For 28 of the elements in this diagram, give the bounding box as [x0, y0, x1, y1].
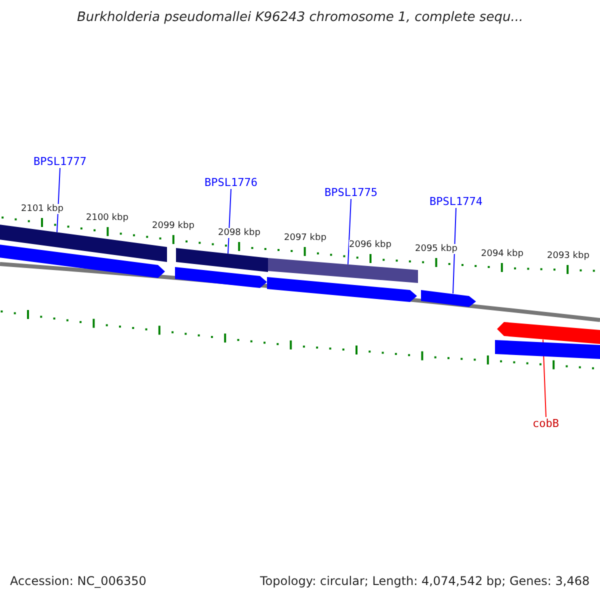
tick-label: 2099 kbp	[152, 221, 194, 231]
gene-block	[175, 267, 267, 288]
tick-label: 2096 kbp	[349, 240, 392, 250]
gene-label: cobB	[532, 417, 559, 430]
tick-label: 2098 kbp	[218, 228, 260, 238]
tick-label: 2094 kbp	[481, 249, 524, 259]
map-title: Burkholderia pseudomallei K96243 chromosome 1, complete sequ...	[77, 10, 524, 25]
gene-block	[267, 277, 417, 302]
leader-line	[56, 168, 60, 233]
tick-label: 2101 kbp	[21, 204, 64, 214]
gene-label: BPSL1774	[430, 195, 482, 208]
genome-info-text: Topology: circular; Length: 4,074,542 bp; Genes: 3,468	[260, 574, 590, 588]
gene-block	[421, 290, 476, 307]
gene-label: BPSL1776	[204, 176, 258, 189]
gene-bar	[176, 248, 268, 272]
gene-label: BPSL1777	[34, 155, 86, 168]
leader-line	[348, 198, 352, 265]
tick-label: 2093 kbp	[547, 251, 590, 261]
gene-bar	[495, 340, 600, 359]
tick-label: 2095 kbp	[415, 244, 458, 254]
gene-bar	[268, 258, 418, 283]
gene-block	[0, 244, 165, 278]
tick-label: 2100 kbp	[86, 213, 128, 223]
tick-label: 2097 kbp	[284, 233, 326, 243]
gene-block	[497, 322, 600, 344]
leader-line	[452, 208, 456, 294]
accession-text: Accession: NC_006350	[10, 574, 146, 588]
gene-label: BPSL1775	[324, 186, 378, 199]
